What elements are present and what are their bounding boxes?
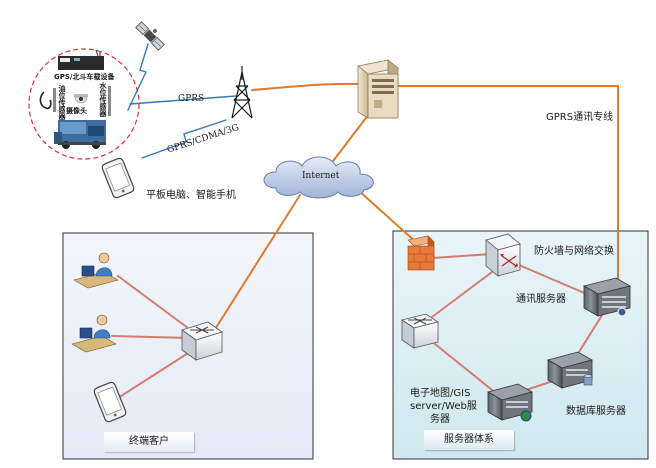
db-server-label: 数据库服务器	[566, 406, 626, 417]
radio-tower-icon	[231, 66, 253, 119]
link-switch-to-local-router	[427, 265, 501, 321]
water-sensor-icon	[108, 86, 111, 116]
gis-label-line1: 电子地图/GIS	[410, 388, 471, 399]
water-sensor-label: 水位传感器	[99, 82, 107, 117]
server-tower-icon	[357, 59, 399, 119]
gprs-label: GPRS	[178, 94, 205, 104]
gis-label-line3: 务器	[430, 414, 450, 425]
camera-label: 摄像头	[66, 107, 87, 115]
terminal-client-caption: 终端客户	[104, 432, 194, 452]
gprs-line-label: GPRS通讯专线	[546, 112, 614, 123]
link-local-router-to-gis	[429, 339, 503, 399]
link-db-to-comm-server	[573, 311, 605, 361]
internet-label: Internet	[302, 171, 340, 181]
link-internet-to-firewall	[357, 189, 419, 245]
satellite-icon	[135, 21, 165, 51]
wireless-link-gprs	[129, 95, 237, 105]
monitor-user-icon	[73, 252, 119, 289]
vehicle-halo	[28, 48, 140, 160]
oil-sensor-icon	[53, 88, 56, 112]
link-gprs-dedicated-line	[397, 85, 619, 291]
monitor-user-icon-2	[71, 314, 117, 353]
firewall-switch-label: 防火墙与网络交换	[534, 246, 614, 257]
link-client1-to-router	[117, 275, 197, 335]
link-server-to-internet	[329, 109, 373, 166]
tablet-icon	[101, 157, 135, 199]
link-firewall-to-switch	[431, 253, 493, 259]
cable-icon	[39, 91, 52, 110]
links	[111, 43, 619, 399]
vehicle-device-label: GPS/北斗车载设备	[54, 73, 115, 81]
oil-sensor-label: 油位传感器	[58, 85, 66, 120]
vehicle-cluster	[28, 48, 140, 160]
link-client2-to-router	[111, 335, 191, 339]
link-internet-to-client-router	[211, 194, 301, 335]
link-tower-to-server	[251, 82, 359, 91]
db-server-rack-icon	[546, 351, 594, 389]
truck-icon	[54, 120, 106, 149]
vehicle-terminal-icon	[58, 49, 104, 70]
core-switch-icon	[485, 233, 521, 277]
client-tablet-icon	[93, 381, 127, 423]
link-switch-to-comm-server	[511, 261, 597, 299]
wireless-link-gprs-cdma-3g	[141, 119, 227, 159]
firewall-icon	[407, 235, 435, 271]
camera-icon	[74, 94, 88, 104]
user-badge-icon	[617, 307, 627, 317]
server-system-caption: 服务器体系	[424, 430, 514, 450]
gis-server-rack-icon	[486, 383, 534, 422]
database-icon	[583, 374, 593, 386]
comm-server-rack-icon	[582, 277, 632, 317]
client-router-icon	[181, 321, 223, 361]
cloud-icon	[263, 156, 374, 199]
globe-icon	[520, 410, 532, 422]
link-tablet-to-router	[117, 347, 197, 399]
tablet-phone-label: 平板电脑、智能手机	[146, 190, 236, 201]
wireless-link-satellite	[127, 43, 149, 111]
router-icon	[401, 313, 439, 349]
gis-label-line2: server/Web服	[410, 401, 477, 412]
comm-server-label: 通讯服务器	[516, 294, 566, 305]
